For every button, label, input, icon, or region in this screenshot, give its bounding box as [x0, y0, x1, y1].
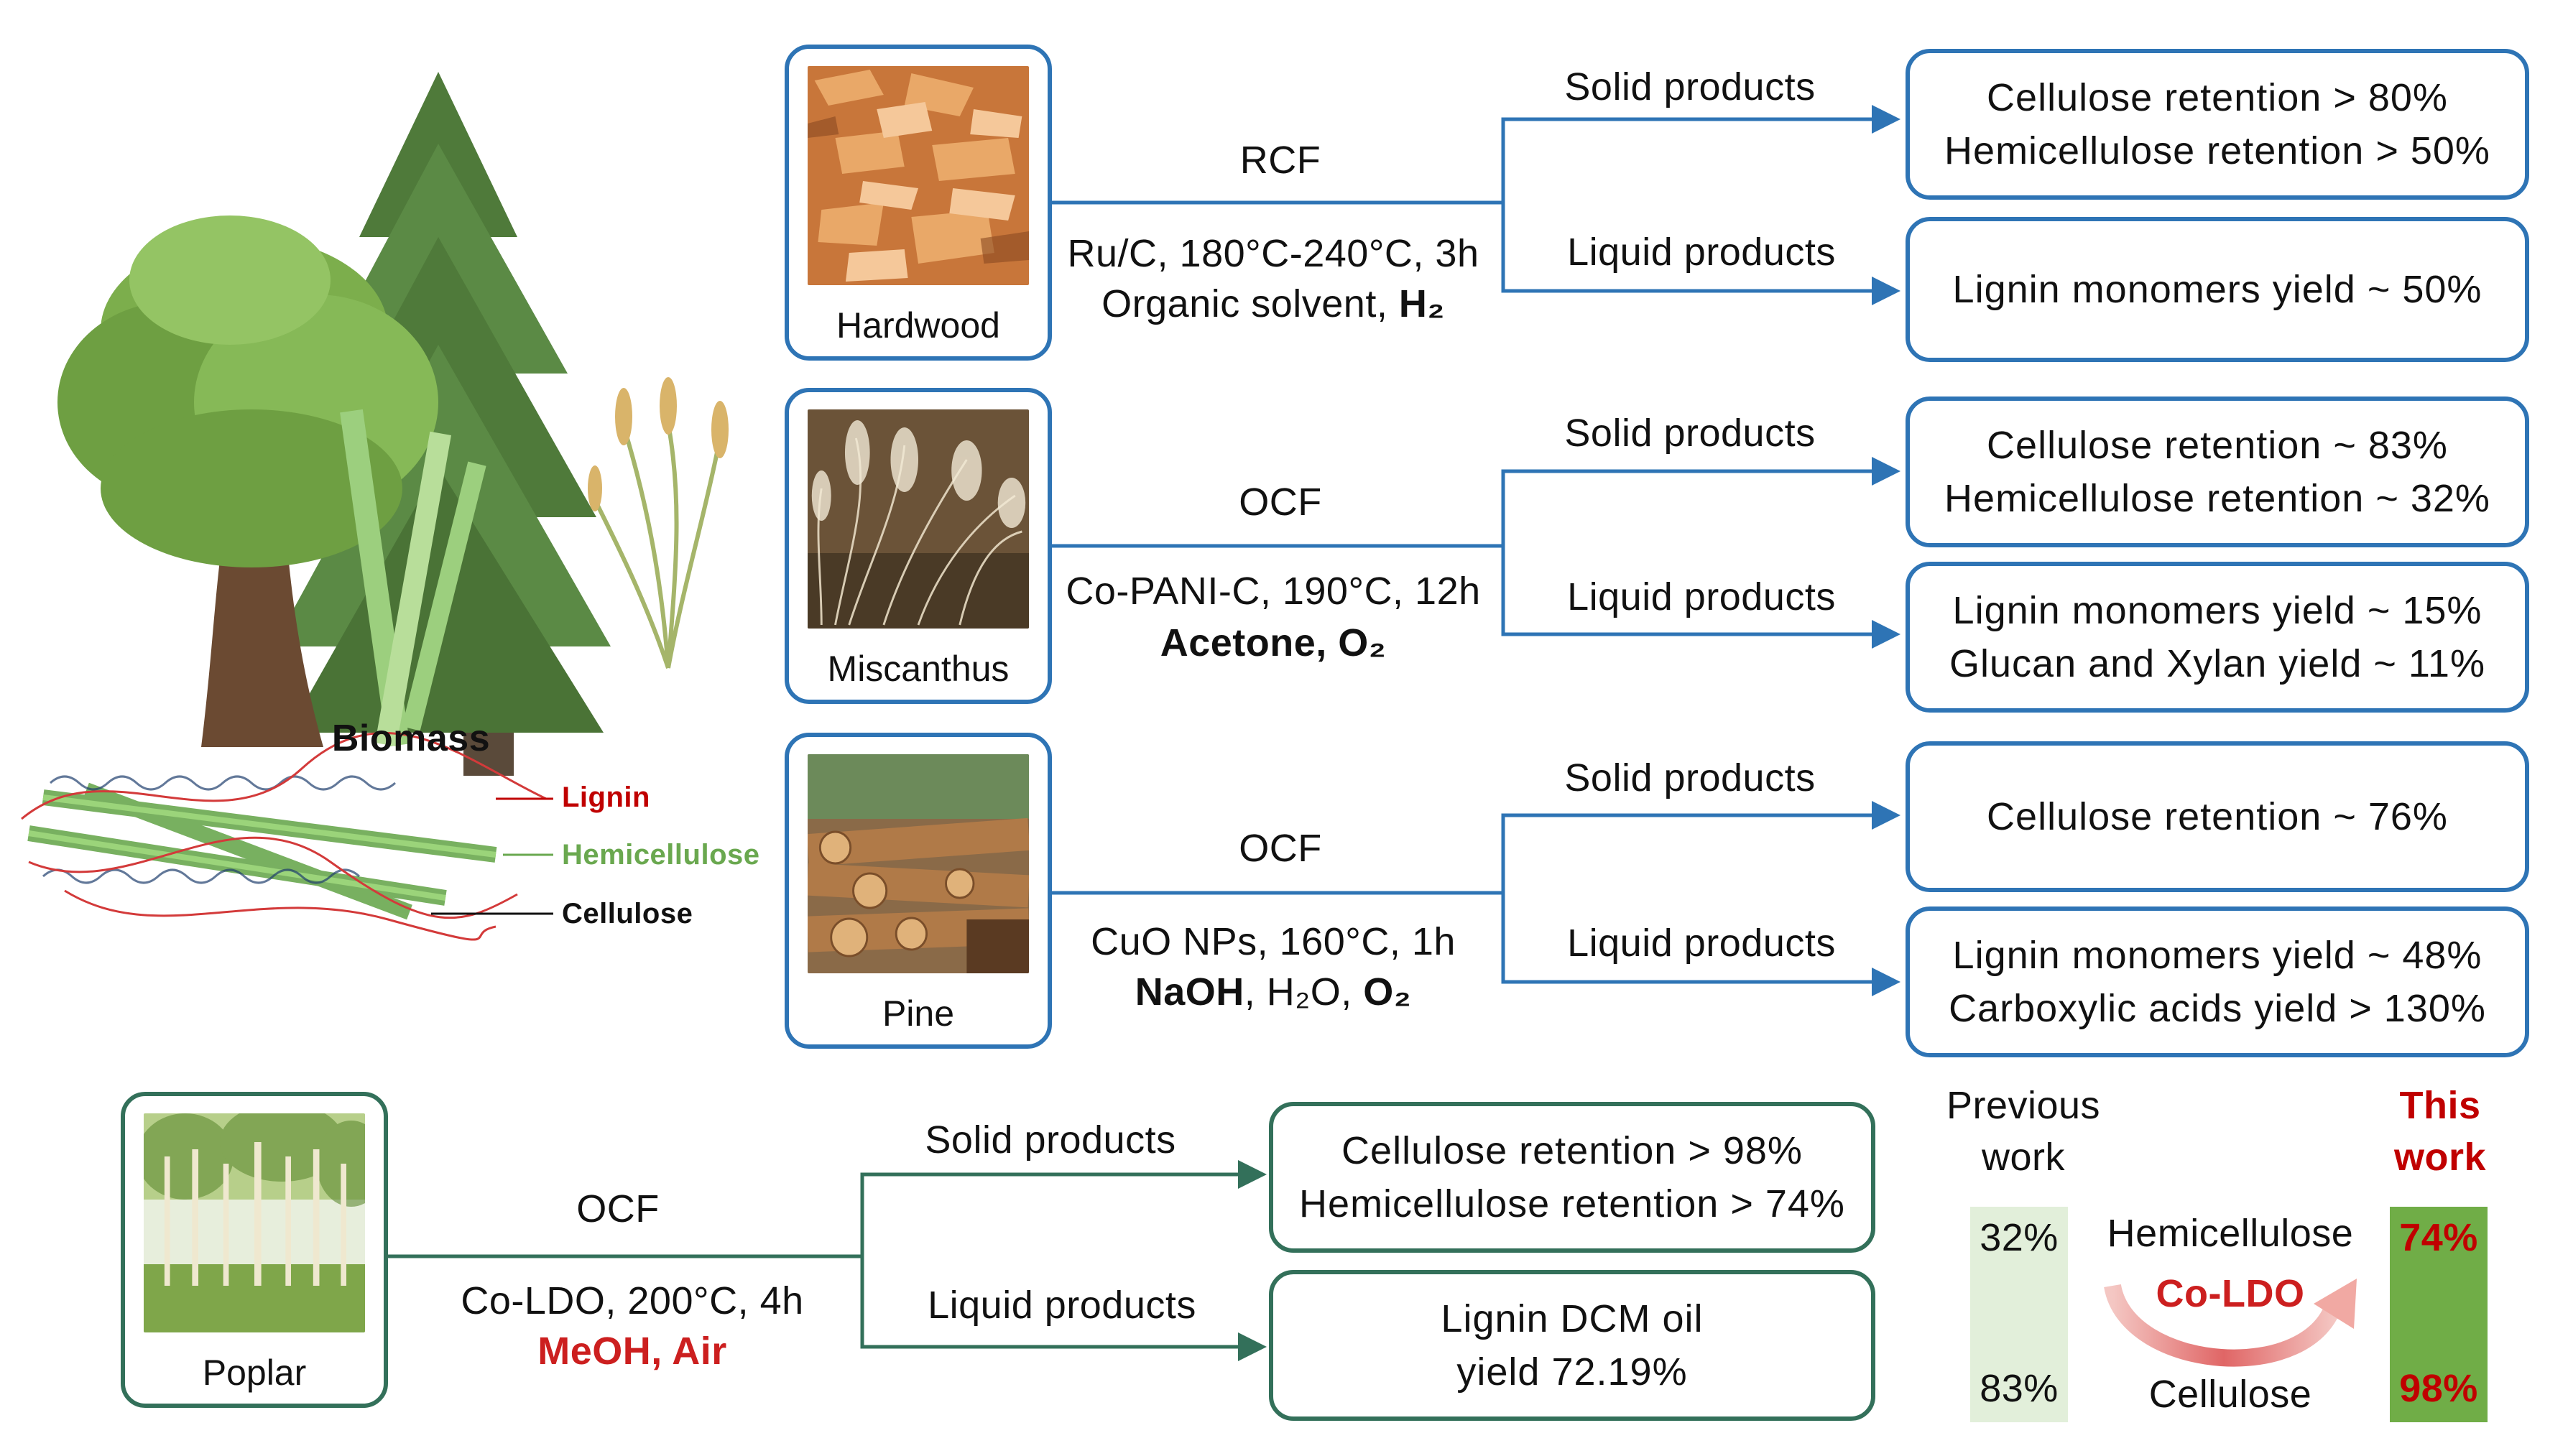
miscanthus-grass-image	[808, 409, 1029, 629]
comparison-cellulose-label: Cellulose	[2148, 1373, 2312, 1416]
biomass-illustration	[21, 72, 729, 941]
previous-work-line1: Previous	[1946, 1084, 2101, 1127]
result-poplar-liquid: Lignin DCM oil yield 72.19%	[1269, 1270, 1875, 1421]
conditions-miscanthus-line1: Co-PANI-C, 190°C, 12h	[1066, 570, 1481, 613]
arrow-poplar-liquid	[860, 1256, 1267, 1361]
result-hardwood-liquid: Lignin monomers yield ~ 50%	[1906, 217, 2529, 362]
lignin-label: Lignin	[562, 782, 650, 813]
source-box-hardwood: Hardwood	[785, 45, 1052, 361]
this-cellulose-value: 98%	[2399, 1367, 2478, 1410]
conditions-pine-line2: NaOH, H₂O, O₂	[1135, 970, 1412, 1014]
previous-work-bar	[1970, 1207, 2068, 1422]
source-box-miscanthus: Miscanthus	[785, 388, 1052, 704]
wheat-ears-icon	[588, 377, 729, 511]
conditions-poplar-line2: MeOH, Air	[537, 1330, 727, 1373]
this-work-bar	[2390, 1207, 2488, 1422]
result-miscanthus-solid: Cellulose retention ~ 83% Hemicellulose …	[1906, 397, 2529, 547]
source-box-poplar: Poplar	[121, 1092, 388, 1408]
previous-work-line2: work	[1981, 1136, 2066, 1179]
result-hardwood-solid: Cellulose retention > 80% Hemicellulose …	[1906, 49, 2529, 200]
solid-label-miscanthus: Solid products	[1564, 412, 1816, 455]
biomass-title: Biomass	[331, 718, 491, 759]
conditions-pine-line1: CuO NPs, 160°C, 1h	[1091, 920, 1456, 963]
source-label-pine: Pine	[882, 993, 955, 1034]
this-work-line2: work	[2393, 1136, 2487, 1179]
result-miscanthus-liquid: Lignin monomers yield ~ 15% Glucan and X…	[1906, 562, 2529, 713]
this-work-line1: This	[2399, 1084, 2481, 1127]
broadleaf-tree-icon	[57, 215, 438, 747]
liquid-label-pine: Liquid products	[1567, 922, 1836, 965]
liquid-label-hardwood: Liquid products	[1567, 231, 1836, 274]
curved-arrow-icon	[2104, 1279, 2357, 1367]
pine-logs-image	[808, 754, 1029, 973]
arrow-hardwood-liquid	[1501, 203, 1900, 305]
arrow-pine-liquid	[1501, 893, 1900, 996]
source-label-hardwood: Hardwood	[836, 305, 1000, 346]
result-pine-liquid: Lignin monomers yield ~ 48% Carboxylic a…	[1906, 906, 2529, 1057]
process-pine: OCF	[1239, 827, 1322, 870]
this-hemicellulose-value: 74%	[2399, 1216, 2478, 1259]
bamboo-icon	[340, 409, 486, 747]
lignocellulose-fibers-icon	[21, 731, 553, 941]
arrow-hardwood-solid	[1050, 105, 1900, 205]
wheat-grass-icon	[594, 423, 721, 669]
arrow-miscanthus-solid	[1050, 457, 1900, 548]
catalyst-label: Co-LDO	[2156, 1272, 2305, 1315]
liquid-label-poplar: Liquid products	[928, 1284, 1196, 1327]
result-pine-solid: Cellulose retention ~ 76%	[1906, 741, 2529, 892]
conditions-poplar-line1: Co-LDO, 200°C, 4h	[461, 1279, 804, 1322]
conditions-miscanthus-line2: Acetone, O₂	[1160, 621, 1387, 664]
process-hardwood: RCF	[1239, 139, 1321, 182]
comparison-hemicellulose-label: Hemicellulose	[2107, 1212, 2354, 1255]
poplar-trees-image	[144, 1113, 365, 1332]
result-poplar-solid: Cellulose retention > 98% Hemicellulose …	[1269, 1102, 1875, 1253]
conditions-hardwood-line1: Ru/C, 180°C-240°C, 3h	[1067, 232, 1479, 275]
liquid-label-miscanthus: Liquid products	[1567, 575, 1836, 618]
previous-cellulose-value: 83%	[1980, 1367, 2059, 1410]
source-box-pine: Pine	[785, 733, 1052, 1049]
conditions-hardwood-line2: Organic solvent, H₂	[1101, 282, 1445, 325]
source-label-poplar: Poplar	[202, 1353, 307, 1393]
solid-label-poplar: Solid products	[925, 1118, 1176, 1161]
source-label-miscanthus: Miscanthus	[827, 649, 1010, 689]
hemicellulose-label: Hemicellulose	[562, 839, 760, 871]
solid-label-pine: Solid products	[1564, 756, 1816, 799]
arrow-pine-solid	[1050, 801, 1900, 895]
arrow-miscanthus-liquid	[1501, 546, 1900, 649]
solid-label-hardwood: Solid products	[1564, 65, 1816, 108]
process-miscanthus: OCF	[1239, 481, 1322, 524]
hardwood-chips-image	[808, 66, 1029, 285]
previous-hemicellulose-value: 32%	[1980, 1216, 2059, 1259]
cellulose-label: Cellulose	[562, 898, 693, 929]
arrow-poplar-solid	[388, 1160, 1267, 1258]
process-poplar: OCF	[576, 1187, 660, 1230]
